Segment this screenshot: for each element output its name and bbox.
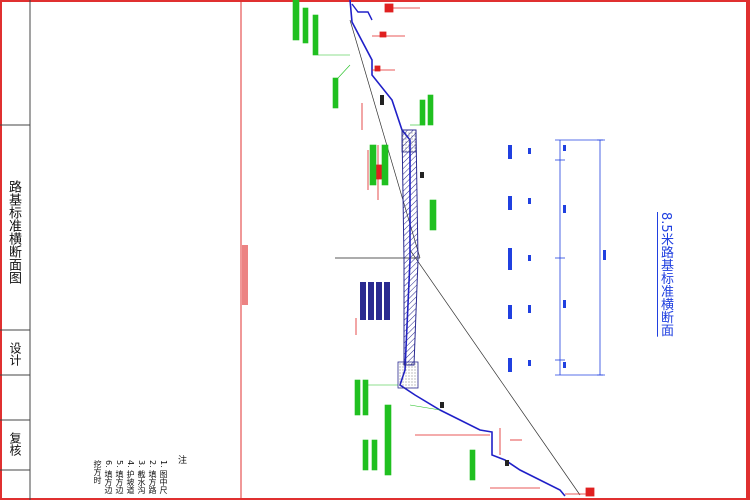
drawing-title: 路基标准横断面图: [6, 180, 21, 284]
wall-cap-top: [401, 129, 417, 153]
review-label: 复核: [8, 432, 22, 456]
note-2: 2. 填方路: [148, 460, 157, 495]
red-dimensions: [355, 3, 595, 497]
retaining-wall: [401, 129, 419, 366]
boundary-label: [242, 245, 248, 305]
note-4: 4. 护坡道: [126, 460, 135, 495]
note-5: 5. 填方边: [115, 460, 124, 495]
section-title: 8.5米路基标准横断面: [658, 212, 673, 337]
slope-line-lower: [409, 249, 581, 496]
note-1: 1. 图中尺: [159, 460, 168, 495]
crest-shape: [351, 3, 373, 21]
road-profile: [349, 0, 566, 497]
wall-labels: [360, 282, 390, 320]
note-7: 挖方时: [93, 460, 102, 484]
design-label: 设计: [8, 342, 22, 366]
centerline-labels: [508, 145, 606, 372]
centerline-dimensions: [555, 139, 605, 376]
slope-ratio-labels: [380, 95, 509, 466]
note-3: 3. 截水沟: [137, 460, 146, 495]
notes-header: 注: [176, 455, 186, 464]
green-annotations: [292, 0, 476, 481]
wall-footing: [397, 361, 419, 389]
note-6: 6. 填方边: [104, 460, 113, 495]
